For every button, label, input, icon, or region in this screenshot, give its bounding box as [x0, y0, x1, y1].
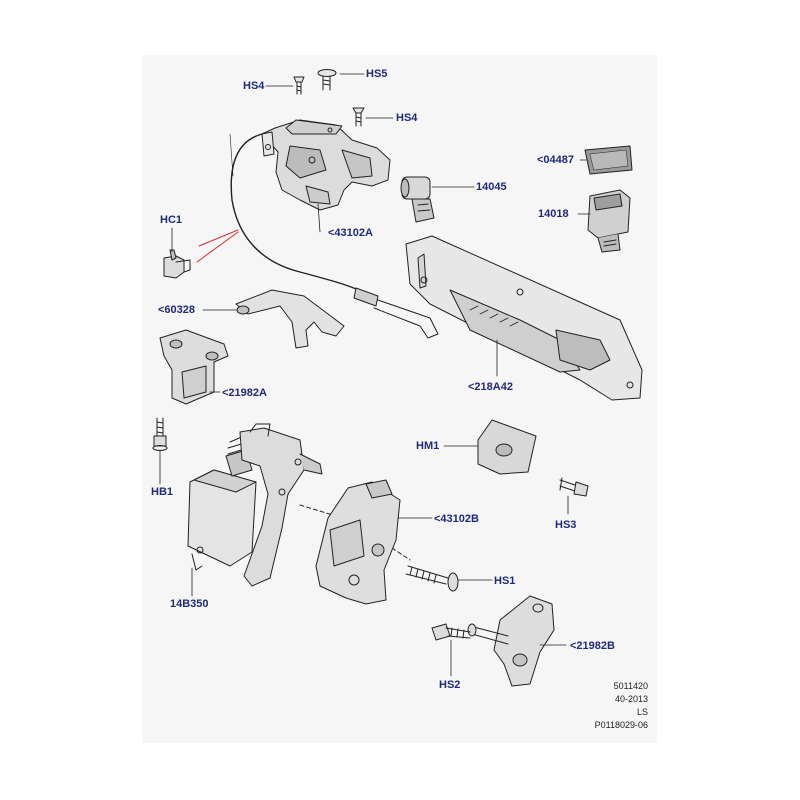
callout-21982a: <21982A	[222, 387, 267, 399]
callout-60328: <60328	[158, 304, 196, 316]
footer-ref-2: 40-2013	[614, 694, 648, 704]
footer-ref-4: P0118029-06	[594, 720, 648, 730]
bumper-hm1	[477, 419, 537, 475]
rail-218a42	[405, 235, 643, 401]
striker-21982a	[159, 329, 229, 405]
footer-ref-1: 5011420	[613, 681, 648, 691]
screw-hs1	[405, 565, 459, 592]
callout-hm1: HM1	[416, 440, 440, 452]
callout-hs5: HS5	[366, 68, 388, 80]
callout-hs4-right: HS4	[396, 112, 418, 124]
screw-hs5	[317, 69, 337, 91]
switch-14045	[400, 176, 435, 223]
striker-21982b	[467, 595, 555, 687]
callout-14018: 14018	[538, 208, 569, 220]
actuator-14b350	[187, 435, 257, 571]
callout-hs1: HS1	[494, 575, 516, 587]
lower-latch-43102b	[315, 479, 401, 605]
diagram-panel	[142, 55, 657, 743]
callout-43102b: <43102B	[434, 513, 479, 525]
screw-hs3	[559, 477, 589, 497]
callout-hb1: HB1	[151, 486, 174, 498]
callout-14045: 14045	[476, 181, 507, 193]
release-cable	[230, 133, 363, 293]
callout-21982b: <21982B	[570, 640, 615, 652]
callout-14b350: 14B350	[170, 598, 209, 610]
upper-latch-43102a	[261, 119, 391, 211]
callout-hc1: HC1	[160, 214, 183, 226]
bracket-60328	[235, 289, 345, 349]
bolt-hs2	[431, 623, 471, 641]
callout-43102a: <43102A	[328, 227, 373, 239]
switch-14018	[587, 189, 631, 253]
callout-04487: <04487	[537, 154, 575, 166]
screw-hs4-right	[352, 107, 365, 127]
bolt-hb1	[152, 417, 168, 451]
callout-hs4-top: HS4	[243, 80, 265, 92]
screw-hs4-top	[293, 76, 305, 95]
lower-latch-bracket	[239, 423, 323, 587]
callout-hs3: HS3	[555, 519, 577, 531]
footer-ref-3: LS	[636, 707, 648, 717]
clip-hc1	[163, 249, 191, 279]
callout-hs2: HS2	[439, 679, 461, 691]
callout-218a42: <218A42	[468, 381, 513, 393]
cable-end	[353, 287, 439, 339]
